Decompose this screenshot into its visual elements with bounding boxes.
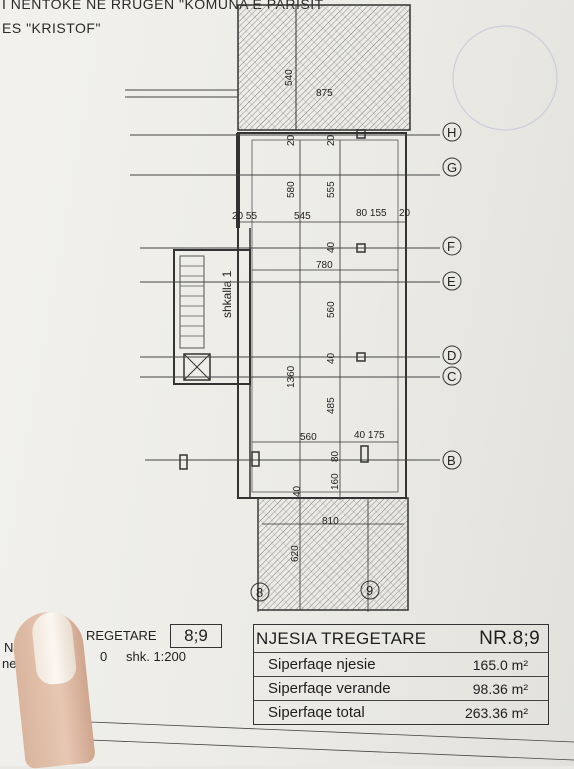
footer-regetare: REGETARE	[86, 628, 157, 643]
dim-1360: 1360	[286, 365, 297, 388]
dim-40c: 40	[292, 485, 303, 497]
row-value: 98.36 m²	[472, 680, 528, 697]
table-row: Siperfaqe total 263.36 m²	[254, 700, 548, 724]
dim-40a: 40	[326, 241, 337, 253]
dim-20-55: 20 55	[232, 211, 257, 222]
axis-h: H	[447, 125, 456, 140]
dim-810: 810	[322, 516, 339, 527]
dim-560-horizontal: 560	[300, 432, 317, 443]
dim-545: 545	[294, 211, 311, 222]
dim-20c: 20	[399, 208, 411, 219]
dim-620: 620	[290, 545, 301, 562]
scale-label: shk. 1:200	[126, 649, 186, 664]
dim-40-175: 40 175	[354, 430, 385, 441]
unit-outline	[237, 132, 407, 499]
elevator	[183, 353, 211, 381]
axis-e: E	[447, 274, 456, 289]
table-row: Siperfaqe njesie 165.0 m²	[254, 652, 548, 676]
dim-80: 80	[330, 450, 341, 462]
row-label: Siperfaqe total	[268, 704, 365, 721]
info-title: NJESIA TREGETARE	[256, 628, 427, 648]
info-table-header: NJESIA TREGETARE NR.8;9	[254, 625, 548, 652]
axis-f: F	[447, 239, 455, 254]
unit-number-box: 8;9	[170, 624, 222, 648]
dim-875: 875	[316, 88, 333, 99]
header-line-2: ES "KRISTOF"	[2, 20, 101, 36]
row-label: Siperfaqe njesie	[268, 656, 376, 673]
row-value: 263.36 m²	[464, 704, 528, 721]
axis-d: D	[447, 348, 456, 363]
dim-580: 580	[286, 181, 297, 198]
dim-20b: 20	[326, 134, 337, 146]
row-value: 165.0 m²	[472, 656, 528, 673]
footer-zero: 0	[100, 649, 108, 664]
info-table: NJESIA TREGETARE NR.8;9 Siperfaqe njesie…	[253, 624, 549, 725]
stamp-circle	[452, 25, 558, 131]
dim-40b: 40	[326, 352, 337, 364]
dim-160: 160	[330, 473, 341, 490]
dim-540: 540	[284, 69, 295, 86]
dim-555: 555	[326, 181, 337, 198]
dim-20a: 20	[286, 134, 297, 146]
dim-560-vertical: 560	[326, 301, 337, 318]
dim-80-155: 80 155	[356, 208, 387, 219]
axis-8: 8	[256, 585, 263, 600]
dim-780: 780	[316, 260, 333, 271]
axis-9: 9	[366, 583, 373, 598]
staircase	[173, 249, 251, 385]
stair-label: shkalla 1	[220, 270, 234, 318]
info-number: NR.8;9	[479, 627, 540, 649]
row-label: Siperfaqe verande	[268, 680, 391, 697]
axis-b: B	[447, 453, 456, 468]
axis-c: C	[447, 369, 456, 384]
axis-g: G	[447, 160, 457, 175]
dim-485: 485	[326, 397, 337, 414]
table-row: Siperfaqe verande 98.36 m²	[254, 676, 548, 700]
